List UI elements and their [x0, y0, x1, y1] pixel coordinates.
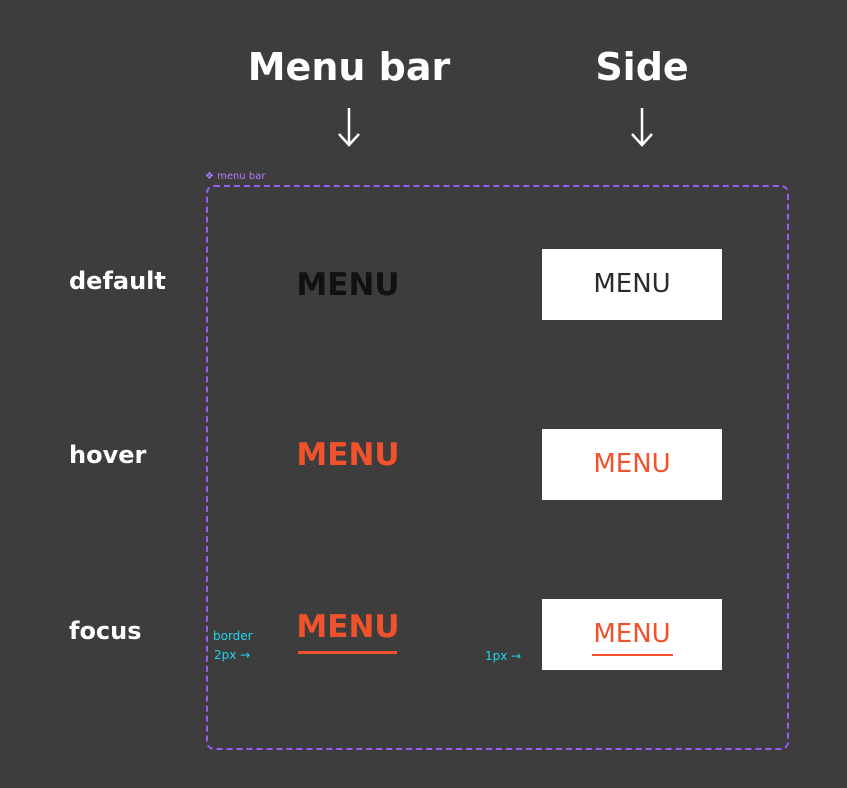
state-label-focus: focus: [69, 617, 142, 645]
state-label-hover: hover: [69, 441, 147, 469]
border-annotation-label: border: [213, 629, 253, 643]
component-frame-label: ❖ menu bar: [205, 171, 266, 182]
focus-underline: [592, 654, 673, 656]
menu-bar-item-default[interactable]: MENU: [296, 267, 400, 303]
menu-bar-item-focus[interactable]: MENU: [296, 609, 400, 645]
side-item-label: MENU: [593, 449, 671, 479]
side-border-width-annotation: 1px →: [485, 649, 522, 663]
arrow-down-icon: [631, 108, 653, 147]
focus-underline: [298, 651, 397, 654]
menu-bar-column-title: Menu bar: [247, 45, 451, 89]
side-column-title: Side: [595, 45, 689, 89]
side-item-label: MENU: [593, 619, 671, 649]
state-label-default: default: [69, 267, 166, 295]
side-item-hover[interactable]: MENU: [542, 429, 722, 500]
menu-bar-item-hover[interactable]: MENU: [296, 437, 400, 473]
arrow-down-icon: [338, 108, 360, 147]
side-item-label: MENU: [593, 269, 671, 299]
component-frame: [206, 185, 789, 750]
side-item-focus[interactable]: MENU: [542, 599, 722, 670]
side-item-default[interactable]: MENU: [542, 249, 722, 320]
border-width-annotation: 2px →: [214, 648, 251, 662]
